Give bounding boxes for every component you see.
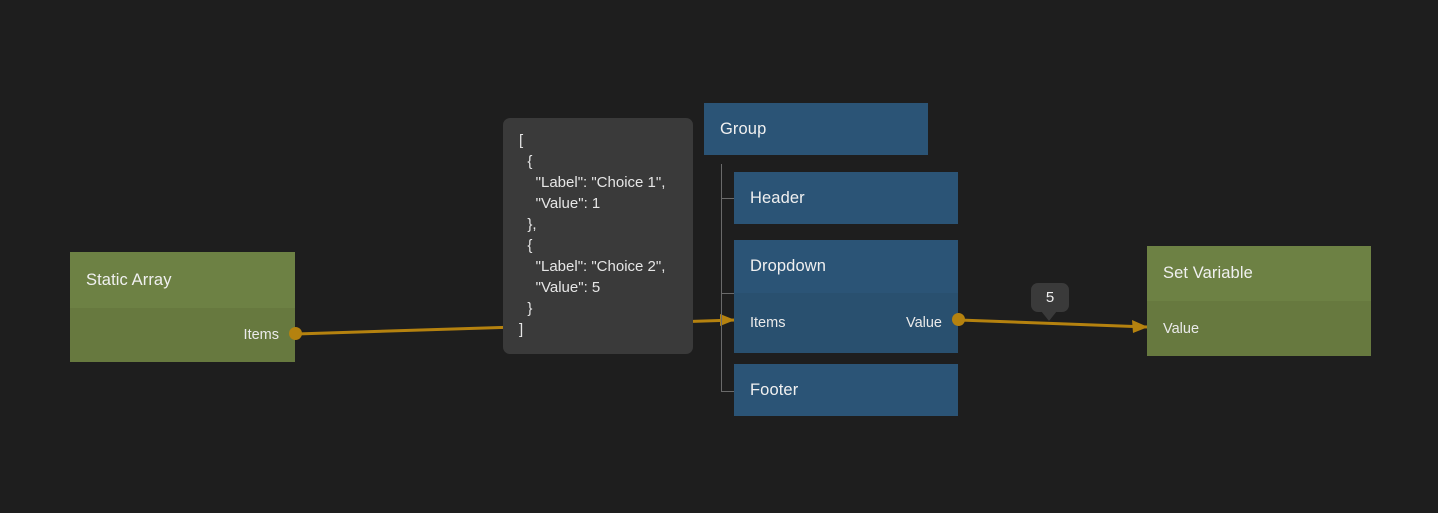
node-dropdown-body: Items Value xyxy=(734,293,958,353)
port-dot-static-array-items[interactable] xyxy=(289,327,302,340)
tooltip-value-badge: 5 xyxy=(1031,283,1069,312)
port-row-dropdown-ports[interactable]: Items Value xyxy=(734,293,958,353)
node-static-array-body: Items xyxy=(70,308,295,362)
node-set-variable-header: Set Variable xyxy=(1147,246,1371,301)
port-label-set-variable-value: Value xyxy=(1163,320,1200,337)
node-static-array[interactable]: Static Array Items xyxy=(70,252,295,362)
node-set-variable-title: Set Variable xyxy=(1163,264,1253,282)
tooltip-items-json-tail xyxy=(589,308,607,319)
edge-arrow-setvariable-value xyxy=(1132,320,1148,333)
edge-value-to-setvariable xyxy=(958,318,1149,329)
group-tree-stub-header xyxy=(721,198,734,199)
node-group[interactable]: Group xyxy=(704,103,928,155)
node-set-variable[interactable]: Set Variable Value xyxy=(1147,246,1371,356)
tooltip-items-json-text: [ { "Label": "Choice 1", "Value": 1 }, {… xyxy=(519,132,666,338)
edge-arrow-dropdown-items xyxy=(720,314,735,326)
port-row-set-variable-value[interactable]: Value xyxy=(1147,301,1371,356)
tooltip-value-badge-tail xyxy=(1041,311,1057,321)
group-tree-spine xyxy=(721,164,722,392)
node-static-array-header: Static Array xyxy=(70,252,295,308)
group-tree-stub-footer xyxy=(721,391,734,392)
node-header-child[interactable]: Header xyxy=(734,172,958,224)
node-static-array-title: Static Array xyxy=(86,270,172,289)
node-footer-child-header: Footer xyxy=(734,364,958,416)
node-header-child-header: Header xyxy=(734,172,958,224)
port-row-static-array-items[interactable]: Items xyxy=(70,308,295,362)
node-group-header: Group xyxy=(704,103,928,155)
node-group-title: Group xyxy=(720,119,767,138)
tooltip-value-badge-text: 5 xyxy=(1045,289,1055,306)
port-dot-dropdown-value[interactable] xyxy=(952,313,965,326)
node-dropdown[interactable]: Dropdown Items Value xyxy=(734,240,958,353)
node-footer-child[interactable]: Footer xyxy=(734,364,958,416)
group-tree-stub-dropdown xyxy=(721,293,734,294)
port-label-dropdown-items: Items xyxy=(750,315,786,331)
node-dropdown-header: Dropdown xyxy=(734,240,958,293)
port-label-static-array-items: Items xyxy=(243,327,279,343)
port-label-dropdown-value: Value xyxy=(905,315,942,331)
node-footer-child-title: Footer xyxy=(750,380,799,399)
node-dropdown-title: Dropdown xyxy=(750,257,827,275)
node-set-variable-body: Value xyxy=(1147,301,1371,356)
node-header-child-title: Header xyxy=(750,188,805,207)
